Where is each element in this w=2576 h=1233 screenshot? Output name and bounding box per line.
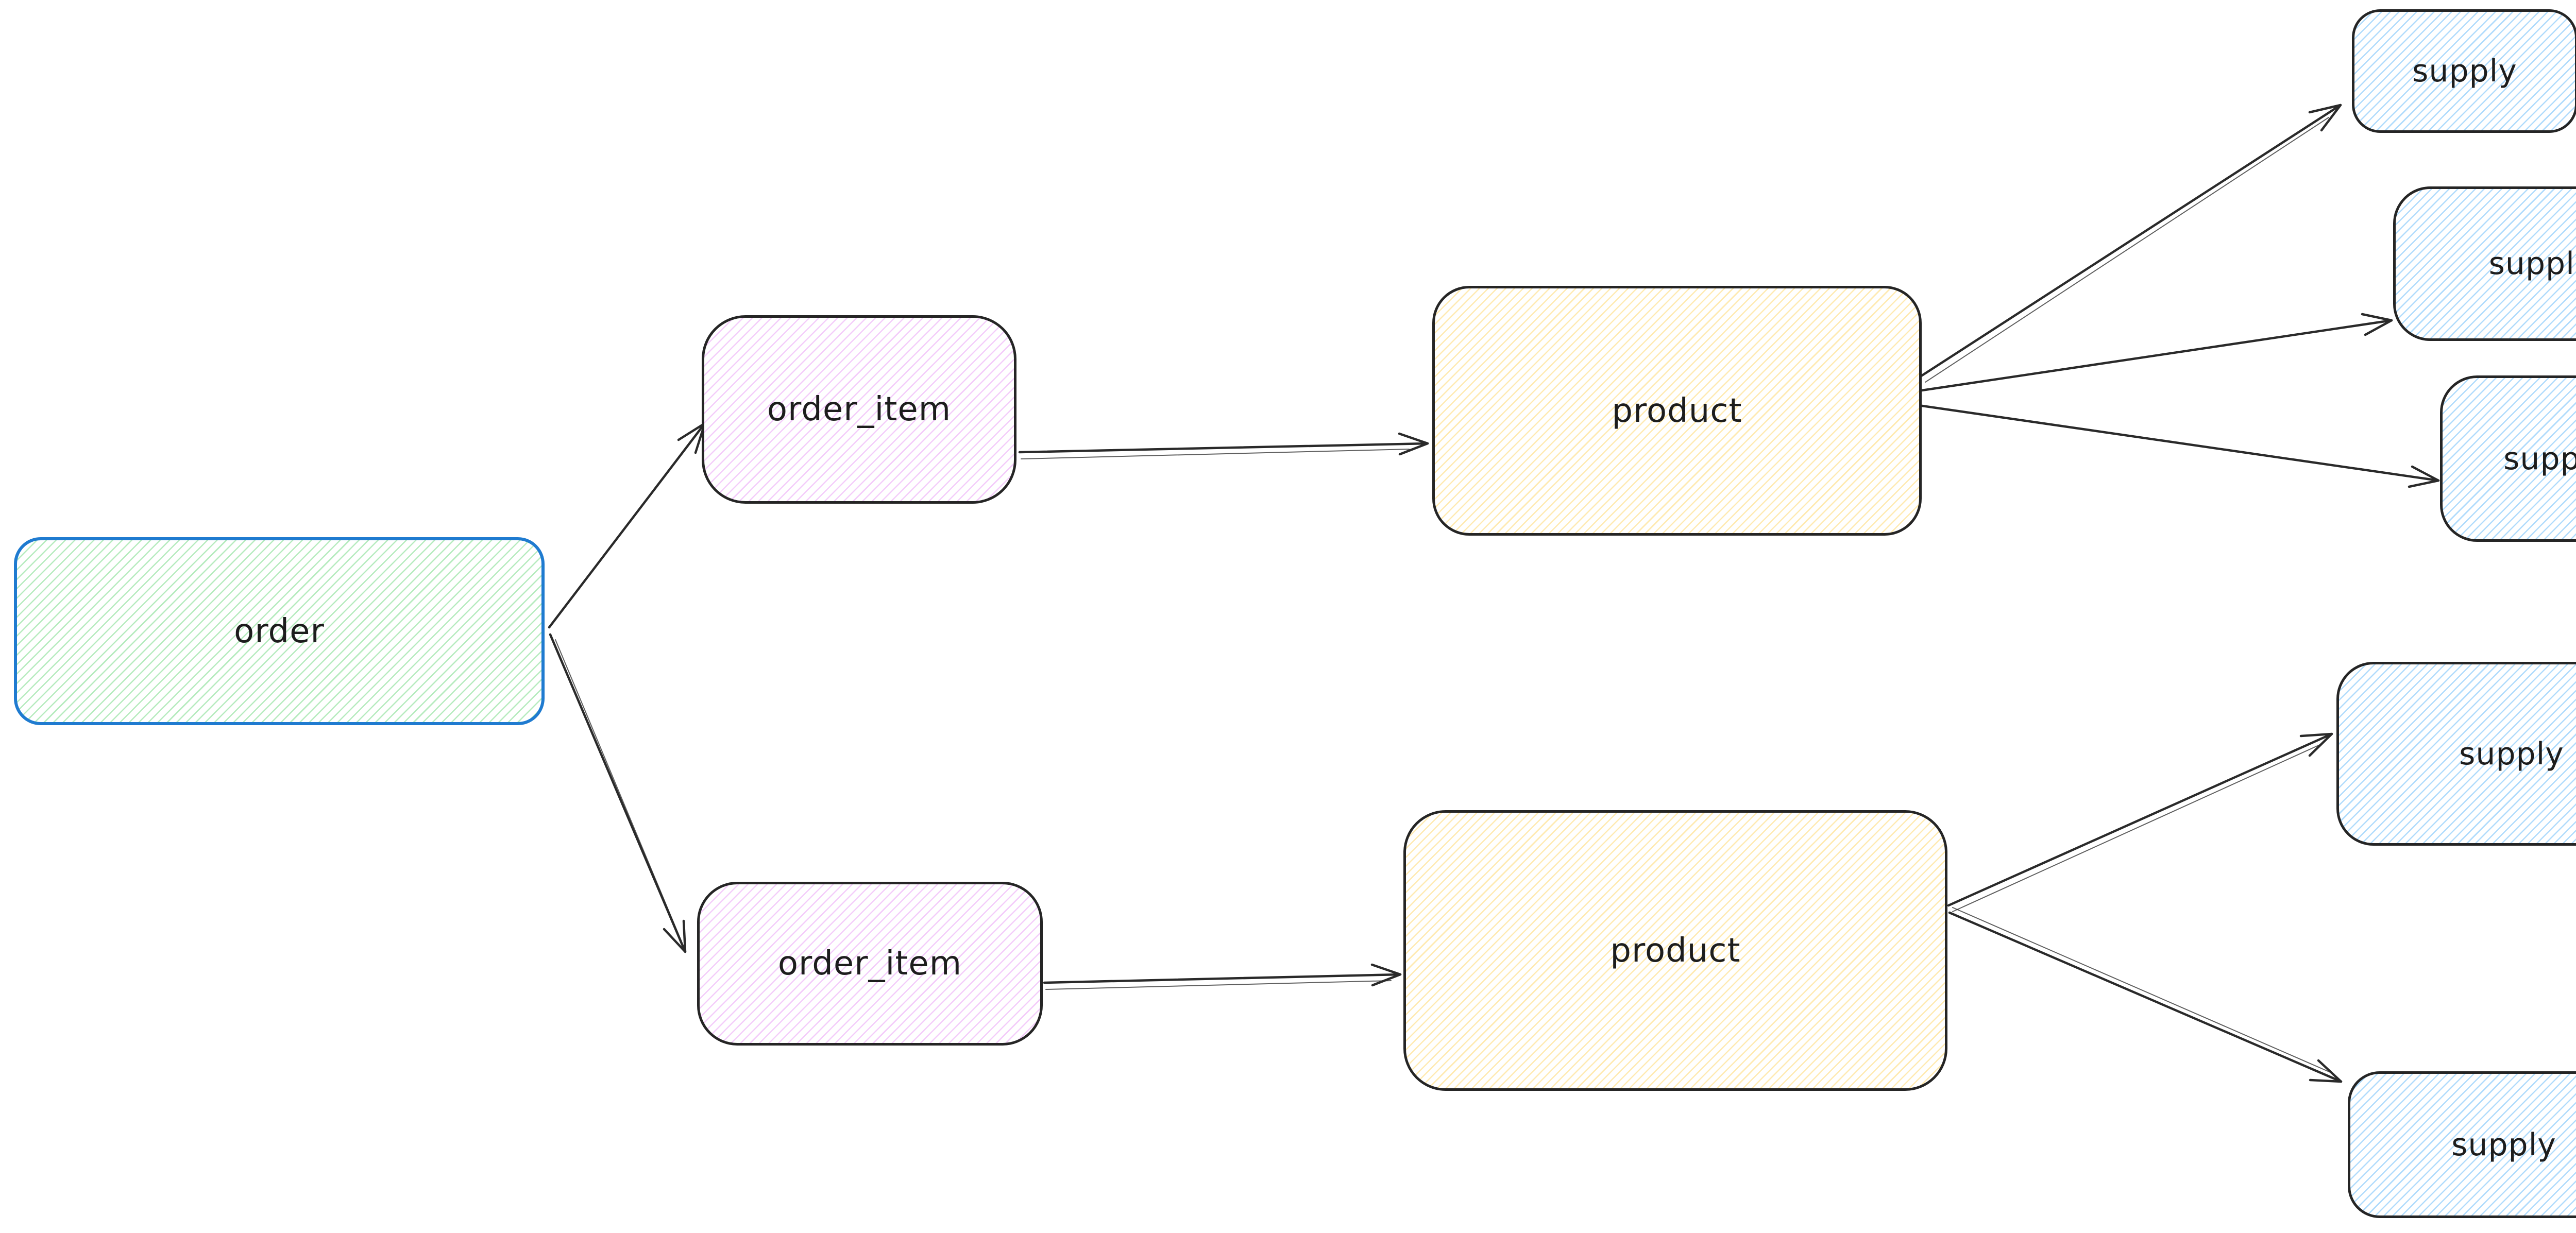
- node-product-1-label: product: [1612, 391, 1742, 430]
- node-supply-4-label: supply: [2459, 735, 2564, 772]
- arrow-order-to-order-item-1[interactable]: [548, 422, 706, 629]
- arrow-order-to-order-item-2[interactable]: [549, 633, 687, 953]
- node-supply-1-label: supply: [2412, 53, 2517, 89]
- arrow-product-2-to-supply-5[interactable]: [1948, 907, 2343, 1083]
- node-order-item-1[interactable]: order_item: [702, 315, 1016, 504]
- node-supply-3-label: supply: [2503, 440, 2576, 477]
- node-order-label: order: [234, 612, 325, 650]
- node-supply-3[interactable]: supply: [2440, 375, 2576, 542]
- node-supply-2-label: supply: [2488, 246, 2576, 282]
- arrow-product-1-to-supply-2[interactable]: [1920, 313, 2393, 392]
- node-order-item-2[interactable]: order_item: [697, 882, 1043, 1046]
- arrow-product-1-to-supply-1[interactable]: [1920, 104, 2342, 383]
- arrow-order-item-1-to-product-1[interactable]: [1018, 432, 1429, 459]
- node-supply-5-label: supply: [2451, 1126, 2556, 1163]
- arrow-product-1-to-supply-3[interactable]: [1921, 404, 2440, 488]
- node-supply-1[interactable]: supply: [2352, 9, 2576, 133]
- node-supply-2[interactable]: supply: [2393, 186, 2576, 341]
- node-product-1[interactable]: product: [1432, 286, 1922, 536]
- node-supply-4[interactable]: supply: [2336, 662, 2576, 846]
- arrow-product-2-to-supply-4[interactable]: [1947, 732, 2333, 912]
- node-supply-5[interactable]: supply: [2348, 1071, 2576, 1218]
- arrow-order-item-2-to-product-2[interactable]: [1043, 963, 1402, 990]
- node-order[interactable]: order: [14, 537, 545, 725]
- node-product-2-label: product: [1610, 931, 1741, 970]
- node-order-item-1-label: order_item: [767, 390, 952, 429]
- node-order-item-2-label: order_item: [777, 945, 962, 983]
- node-product-2[interactable]: product: [1403, 810, 1947, 1091]
